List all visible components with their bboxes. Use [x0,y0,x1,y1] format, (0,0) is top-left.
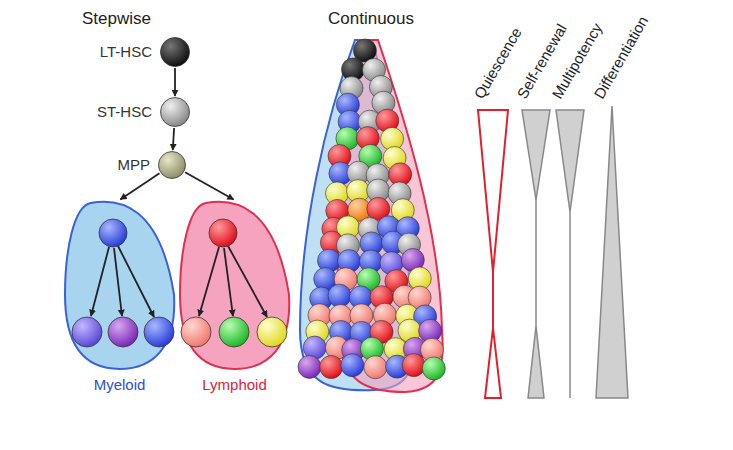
property-gradients [478,106,628,398]
lineage-label: Myeloid [94,376,146,393]
cell-label: LT-HSC [100,43,152,60]
cell-shape [160,37,190,67]
cell-label: MPP [117,156,150,173]
panel-title: Stepwise [82,9,151,28]
lineage-arrow [174,68,176,96]
cell-node: ST-HSC [160,97,190,127]
lineage-arrow [173,128,174,150]
progenitor-cells [72,219,287,347]
lineage-arrow [185,172,234,199]
cell-shape [158,151,186,179]
cell-node: MPP [158,151,186,179]
lymphoid-continuum [337,40,442,392]
panel-title: Continuous [328,9,414,28]
label-holder: Continuous [328,10,414,28]
label-holder: MPP [117,156,150,174]
lineage-label: Lymphoid [202,376,266,393]
label-holder: Stepwise [82,10,151,28]
lineage-arrows [91,246,267,317]
label-holder: Lymphoid [202,376,266,394]
label-holder: ST-HSC [97,103,152,121]
cell-label: ST-HSC [97,103,152,120]
cell-node: LT-HSC [160,37,190,67]
lineage-arrow [120,173,159,199]
label-holder: LT-HSC [100,43,152,61]
cell-continuum [298,39,445,380]
label-holder: Myeloid [94,376,146,394]
cell-shape [160,97,190,127]
